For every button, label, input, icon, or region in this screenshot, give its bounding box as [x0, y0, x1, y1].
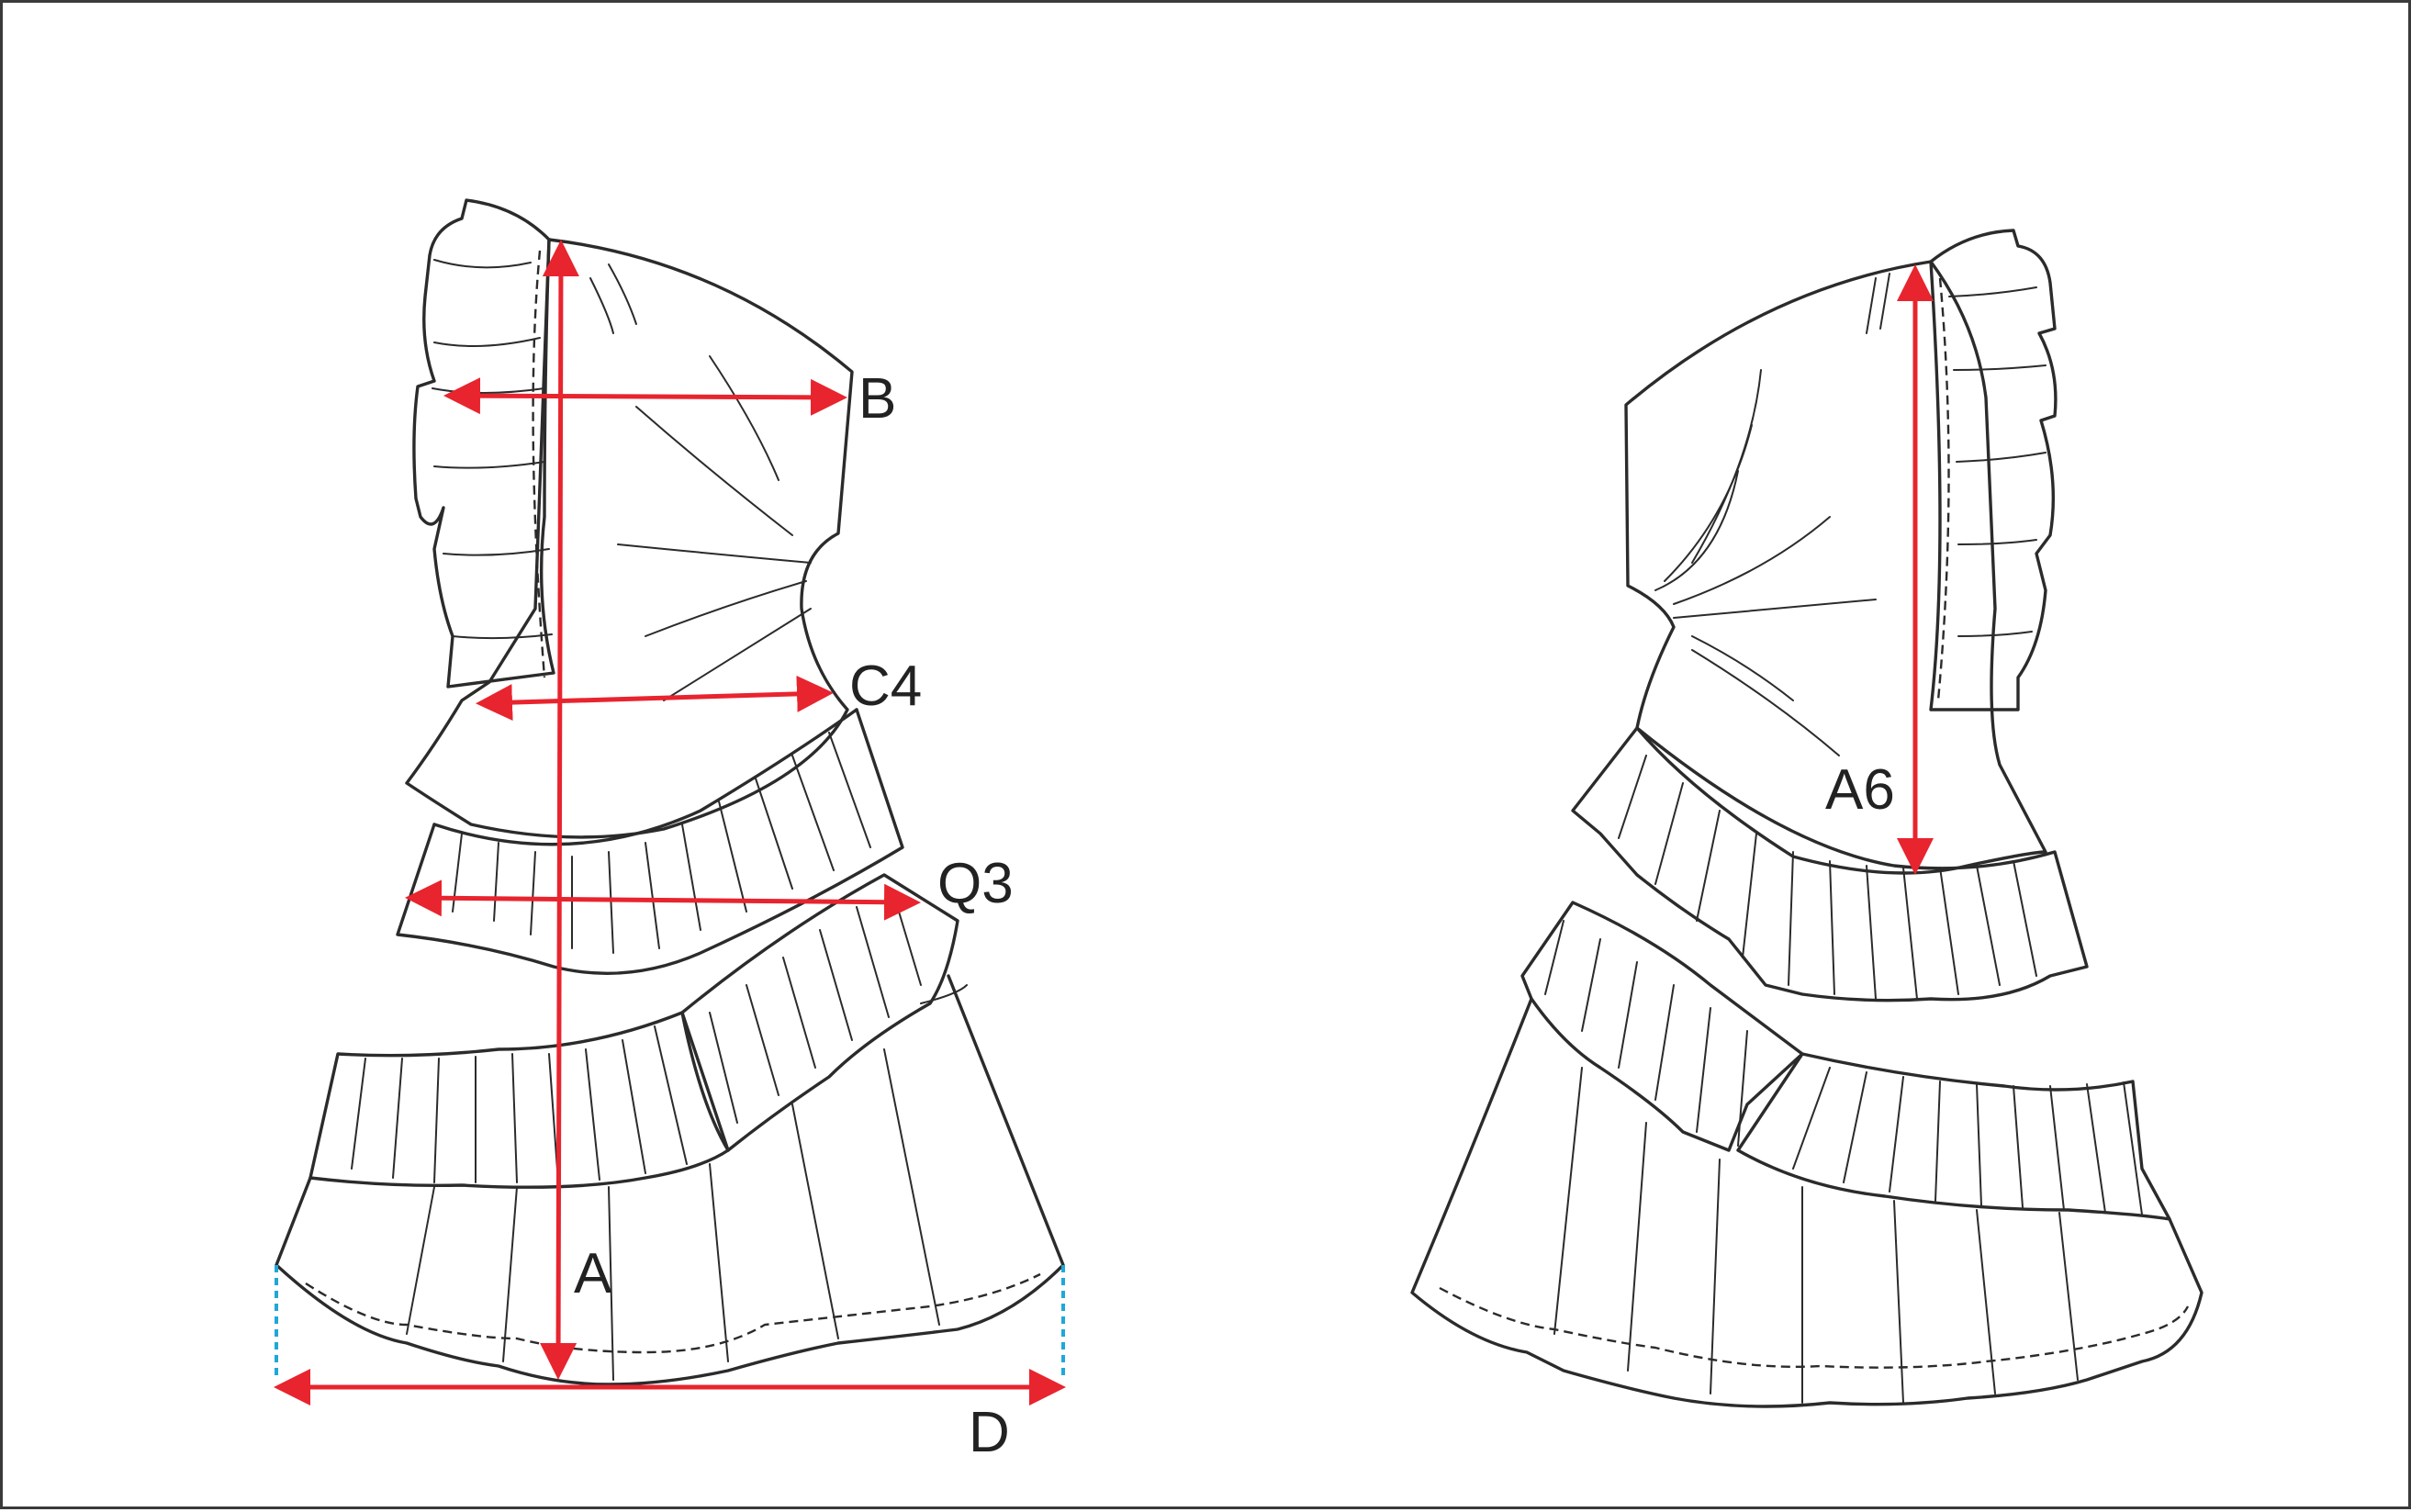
front-ruffle-tier-1 — [396, 708, 904, 975]
label-a6: A6 — [1825, 758, 1895, 822]
measure-arrow-c4 — [476, 675, 834, 722]
back-ruffle-tier-3 — [1736, 1052, 2171, 1221]
front-waist-seam — [432, 708, 858, 846]
front-bodice-outline — [405, 238, 854, 839]
front-ruffle-tier-2 — [680, 873, 959, 1152]
back-view-dress: A6 — [1410, 229, 2204, 1408]
measure-arrow-a — [540, 240, 579, 1380]
front-view-dress: A B C4 Q3 D — [274, 198, 1066, 1464]
tech-sketch-drawing: A B C4 Q3 D — [274, 198, 2204, 1464]
back-ruffle-tier-2 — [1520, 901, 1804, 1152]
front-ruffle-tier-3 — [308, 1011, 730, 1189]
back-ruffle-tier-1 — [1571, 726, 2089, 1002]
label-q3: Q3 — [937, 852, 1014, 915]
label-b: B — [858, 367, 896, 431]
back-skirt-outline — [1410, 997, 2204, 1408]
label-d: D — [969, 1401, 1010, 1464]
front-skirt-outline — [275, 974, 1065, 1386]
back-bodice-outline — [1624, 260, 2047, 875]
back-strap-ruffle — [1929, 229, 2058, 711]
label-a: A — [574, 1242, 612, 1305]
measure-arrow-b — [443, 377, 847, 416]
label-c4: C4 — [849, 655, 922, 718]
measure-arrow-q3 — [405, 879, 921, 921]
